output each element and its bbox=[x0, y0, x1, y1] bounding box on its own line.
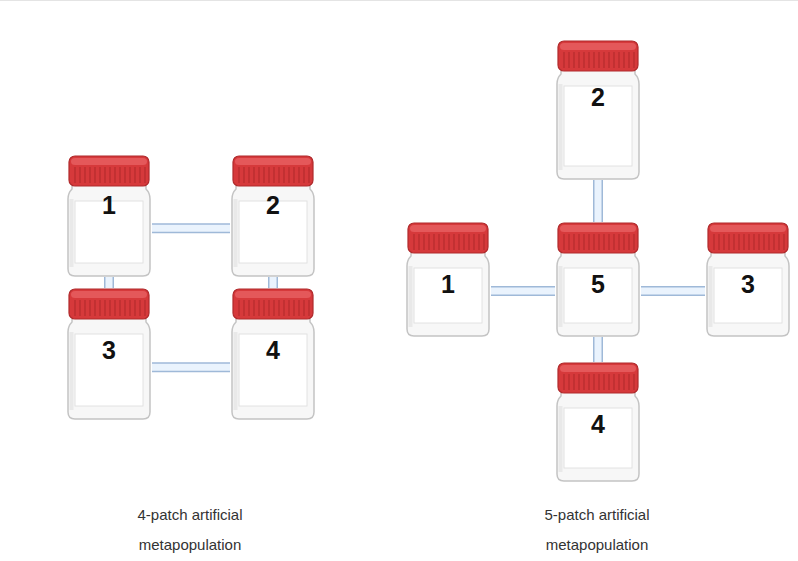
patch-number: 3 bbox=[66, 338, 152, 363]
caption: 4-patch artificial metapopulation bbox=[105, 500, 275, 560]
top-rule bbox=[0, 0, 798, 3]
patch-number: 4 bbox=[230, 338, 316, 363]
jar-patch: 4 bbox=[555, 362, 641, 482]
jar-patch: 3 bbox=[705, 222, 791, 337]
jar-patch: 5 bbox=[555, 222, 641, 337]
connecting-tube bbox=[491, 291, 555, 292]
caption: 5-patch artificial metapopulation bbox=[512, 500, 682, 560]
connecting-tube bbox=[598, 180, 599, 222]
jar-patch: 2 bbox=[230, 155, 316, 277]
jar-drawing bbox=[555, 40, 641, 180]
connecting-tube bbox=[152, 228, 230, 229]
connecting-tube bbox=[598, 337, 599, 362]
patch-number: 4 bbox=[555, 412, 641, 437]
connecting-tube bbox=[152, 367, 230, 368]
jar-patch: 1 bbox=[405, 222, 491, 337]
patch-number: 1 bbox=[66, 193, 152, 218]
connecting-tube bbox=[109, 277, 110, 288]
patch-number: 2 bbox=[555, 85, 641, 110]
patch-number: 2 bbox=[230, 193, 316, 218]
patch-number: 1 bbox=[405, 272, 491, 297]
jar-patch: 2 bbox=[555, 40, 641, 180]
patch-number: 5 bbox=[555, 272, 641, 297]
connecting-tube bbox=[273, 277, 274, 288]
jar-patch: 4 bbox=[230, 288, 316, 420]
jar-patch: 1 bbox=[66, 155, 152, 277]
jar-patch: 3 bbox=[66, 288, 152, 420]
patch-number: 3 bbox=[705, 272, 791, 297]
connecting-tube bbox=[641, 291, 705, 292]
